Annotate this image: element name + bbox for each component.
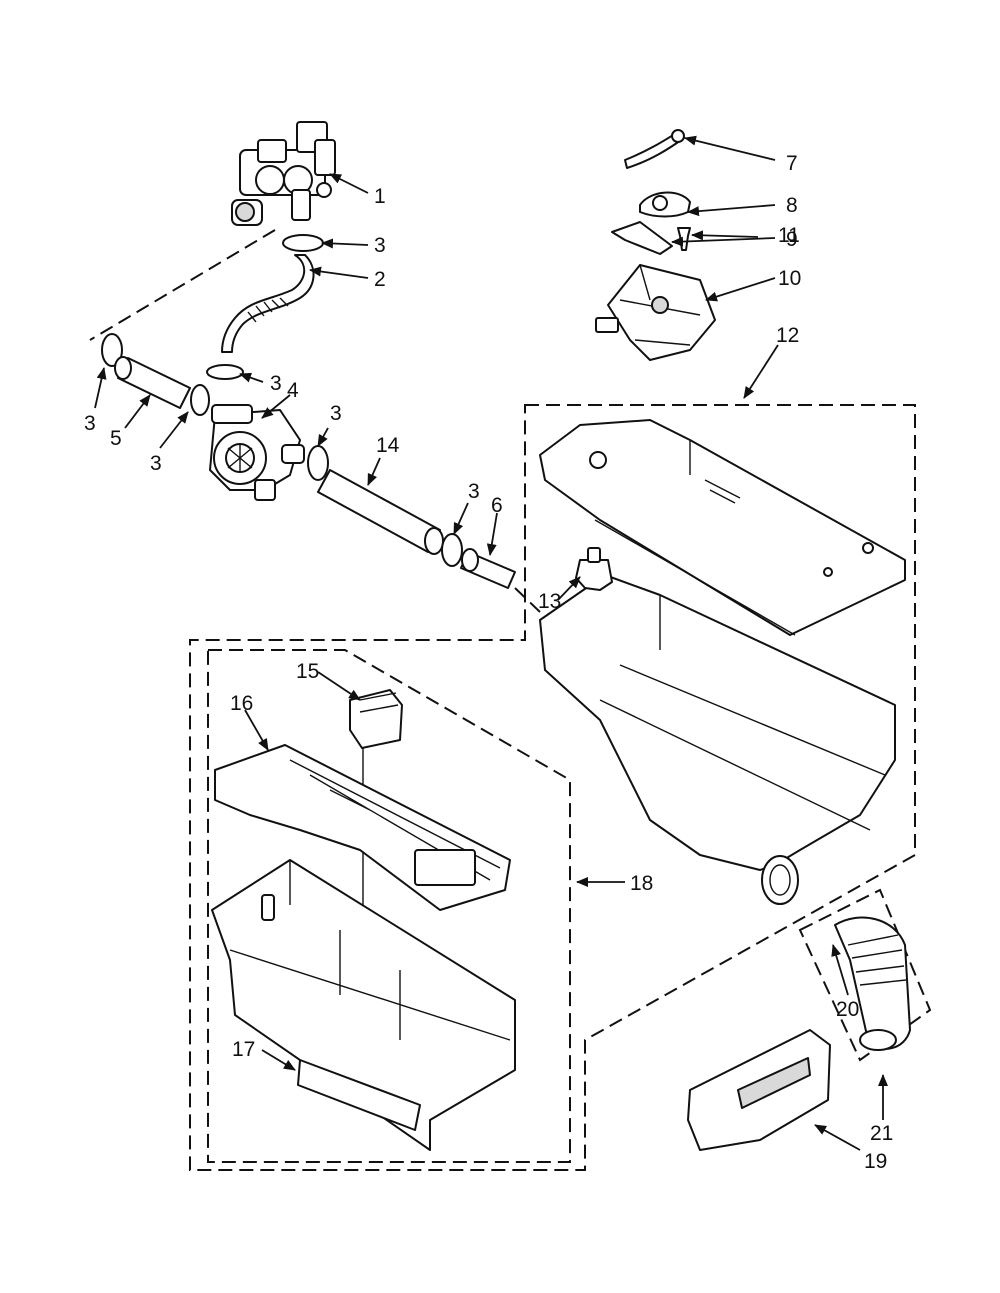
dispenser-hose	[834, 916, 911, 1051]
water-valve	[231, 121, 336, 226]
callout-15: 15	[296, 660, 319, 683]
callout-5: 5	[110, 427, 122, 450]
pump-connection-line	[514, 587, 541, 613]
callout-3: 3	[468, 480, 480, 503]
hose-clamp	[101, 333, 123, 367]
dispenser-housing	[539, 419, 906, 905]
dispenser-motor	[595, 264, 716, 361]
callout-3: 3	[150, 452, 162, 475]
cam-plate-hub	[652, 195, 668, 211]
drain-tube	[460, 548, 516, 589]
callout-10: 10	[778, 267, 801, 290]
siphon-cover	[349, 689, 403, 749]
inlet-hose	[221, 254, 315, 353]
callout-4: 4	[287, 379, 299, 402]
drawer-handle	[687, 1029, 831, 1151]
hose-clamp	[307, 445, 329, 481]
dispenser-drawer	[211, 859, 516, 1151]
callout-11: 11	[778, 224, 800, 247]
callout-labels: 1 2 3 3 3 3 3 3 4 5 6 7 8 9 10 11 12 13 …	[84, 152, 893, 1173]
callout-3: 3	[330, 402, 342, 425]
callout-9: 9	[786, 228, 798, 251]
callout-3: 3	[270, 372, 282, 395]
callout-8: 8	[786, 194, 798, 217]
callout-19: 19	[864, 1150, 887, 1173]
drawer-insert	[214, 744, 511, 911]
gasket-plate	[611, 221, 673, 255]
callout-leaders	[94, 135, 888, 1151]
hose-connection-line	[89, 229, 276, 341]
callout-21: 21	[870, 1122, 893, 1145]
drain-hose-long	[317, 469, 444, 555]
hose-clamp	[206, 364, 244, 380]
callout-16: 16	[230, 692, 253, 715]
assembly-boundary-18	[207, 649, 571, 1163]
callout-14: 14	[376, 434, 400, 457]
callout-17: 17	[232, 1038, 255, 1061]
callout-1: 1	[374, 185, 386, 208]
hose-clamp	[190, 384, 210, 416]
callout-12: 12	[776, 324, 799, 347]
callout-6: 6	[491, 494, 503, 517]
callout-7: 7	[786, 152, 798, 175]
drain-pump	[209, 404, 305, 501]
assembly-boundary-12	[189, 404, 916, 1171]
callout-18: 18	[630, 872, 653, 895]
callout-13: 13	[538, 590, 561, 613]
hose-clamp	[441, 533, 463, 567]
callout-20: 20	[836, 998, 859, 1021]
siphon-cap	[575, 547, 613, 591]
callout-2: 2	[374, 268, 386, 291]
drain-hose-short	[114, 356, 191, 409]
assembly-boundary-21	[798, 888, 932, 1062]
callout-3: 3	[374, 234, 386, 257]
hose-clamp	[282, 234, 324, 252]
actuator-link-end	[671, 129, 685, 143]
screw	[677, 227, 691, 251]
callout-3: 3	[84, 412, 96, 435]
